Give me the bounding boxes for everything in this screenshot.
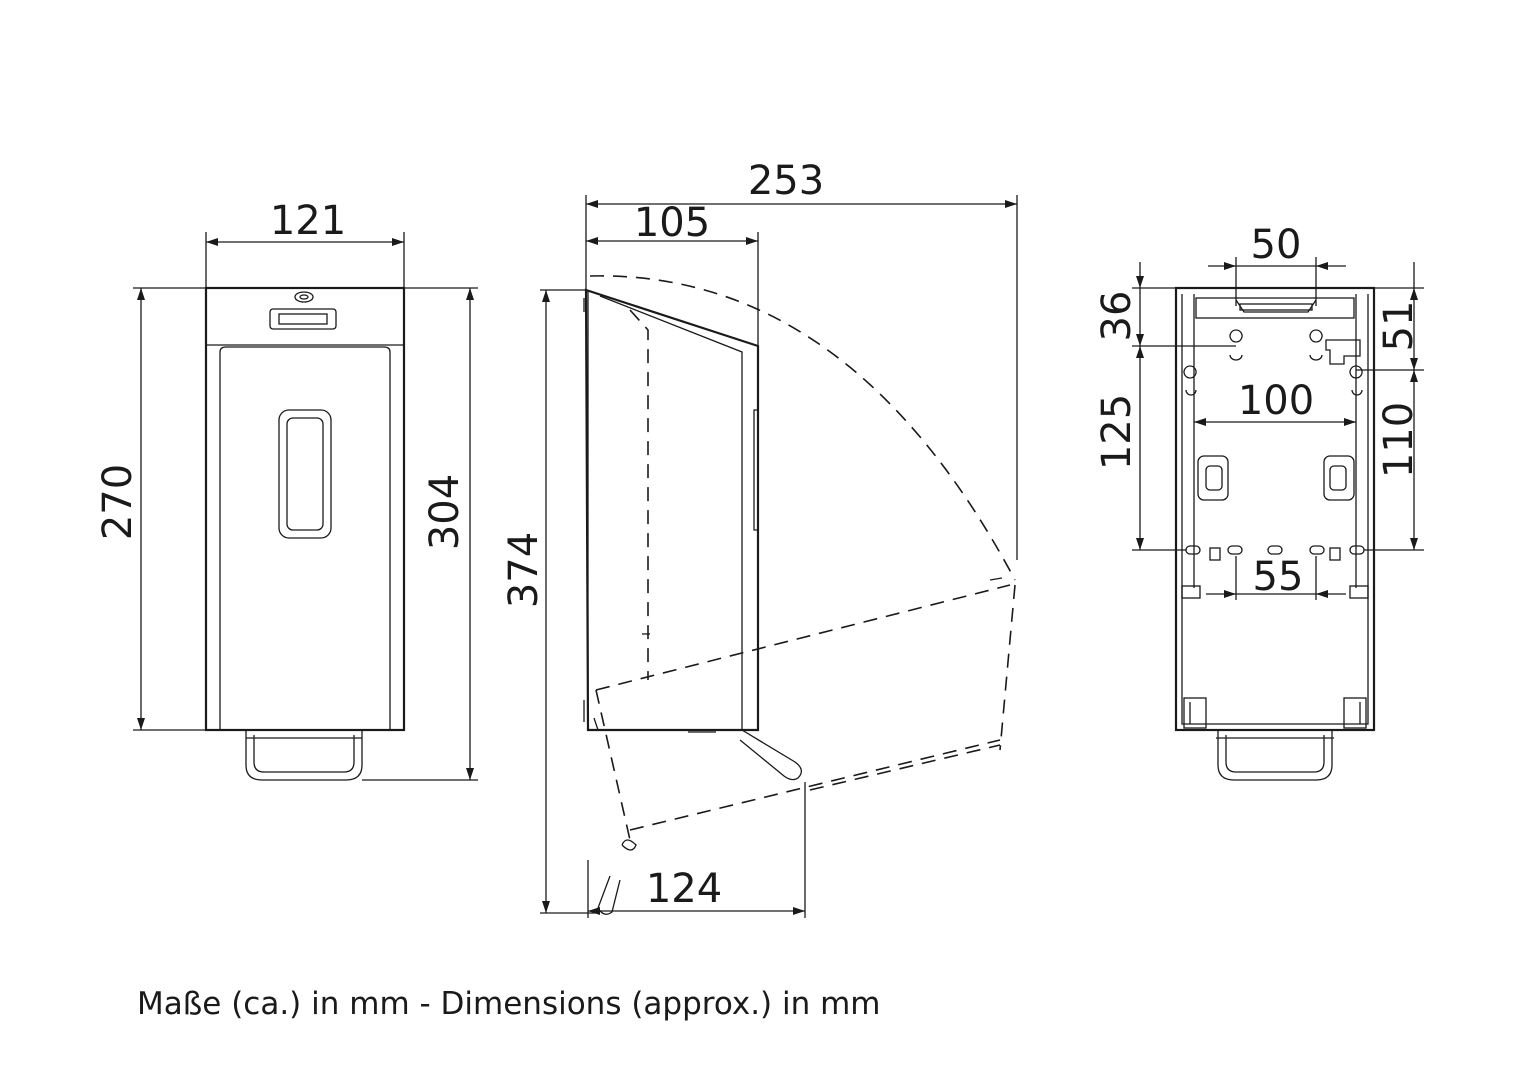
dimensions-caption: Maße (ca.) in mm - Dimensions (approx.) … xyxy=(137,986,881,1022)
key-slot xyxy=(269,308,337,330)
back-bottom-holes-label: 55 xyxy=(1253,554,1304,600)
side-view: 253 105 374 xyxy=(501,158,1018,918)
side-lever xyxy=(739,729,802,781)
side-depth-label: 105 xyxy=(634,200,710,246)
back-right-vertical-label: 110 xyxy=(1376,402,1422,478)
clip-left xyxy=(1197,455,1229,501)
back-right-top-label: 51 xyxy=(1376,301,1422,352)
side-lever-reach-label: 124 xyxy=(646,866,722,912)
back-hole-horizontal-label: 100 xyxy=(1238,378,1314,424)
keyhole-left xyxy=(1229,329,1243,361)
level-window xyxy=(278,409,332,539)
back-slot-width-label: 50 xyxy=(1251,222,1302,268)
front-body-height-label: 270 xyxy=(95,464,141,540)
lock-icon xyxy=(294,291,314,303)
front-total-height-label: 304 xyxy=(422,474,468,550)
back-lever xyxy=(1217,730,1333,781)
front-view: 121 270 304 xyxy=(95,198,478,781)
back-top-offset-label: 36 xyxy=(1094,291,1140,342)
pump-lever xyxy=(245,730,363,781)
back-view: 50 xyxy=(1094,222,1424,781)
keyhole-right xyxy=(1309,329,1323,361)
side-open-height-label: 374 xyxy=(501,532,547,608)
back-hole-vertical-label: 125 xyxy=(1094,394,1140,470)
side-total-reach-label: 253 xyxy=(748,158,824,204)
clip-right xyxy=(1323,455,1355,501)
front-width-label: 121 xyxy=(270,198,346,244)
